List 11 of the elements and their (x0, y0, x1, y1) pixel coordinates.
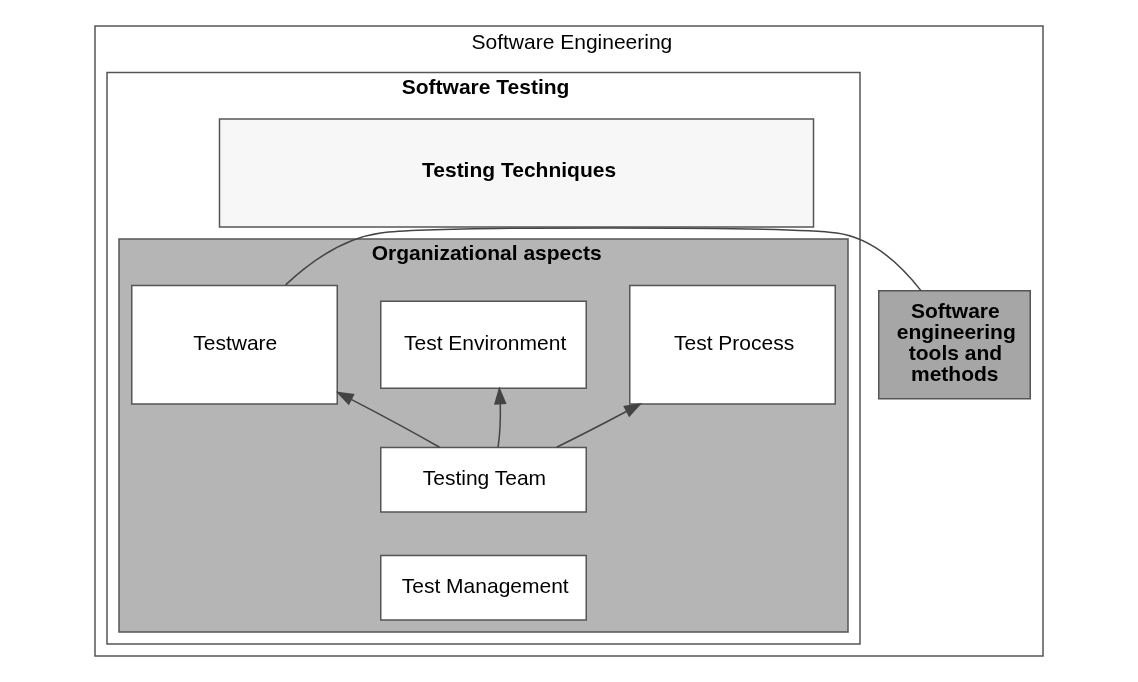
arrow (494, 386, 507, 448)
node-box: Test Process (629, 284, 836, 405)
node-box: Testing Team (380, 446, 587, 513)
arrow (335, 391, 441, 448)
node-box: Testing Techniques (218, 118, 815, 228)
arrow (555, 403, 643, 448)
node-box: Test Management (380, 554, 587, 621)
node-box: Testware (131, 284, 338, 405)
connector (284, 227, 922, 292)
node-box: Test Environment (380, 300, 587, 389)
node-box: Software engineering tools and methods (878, 290, 1031, 400)
